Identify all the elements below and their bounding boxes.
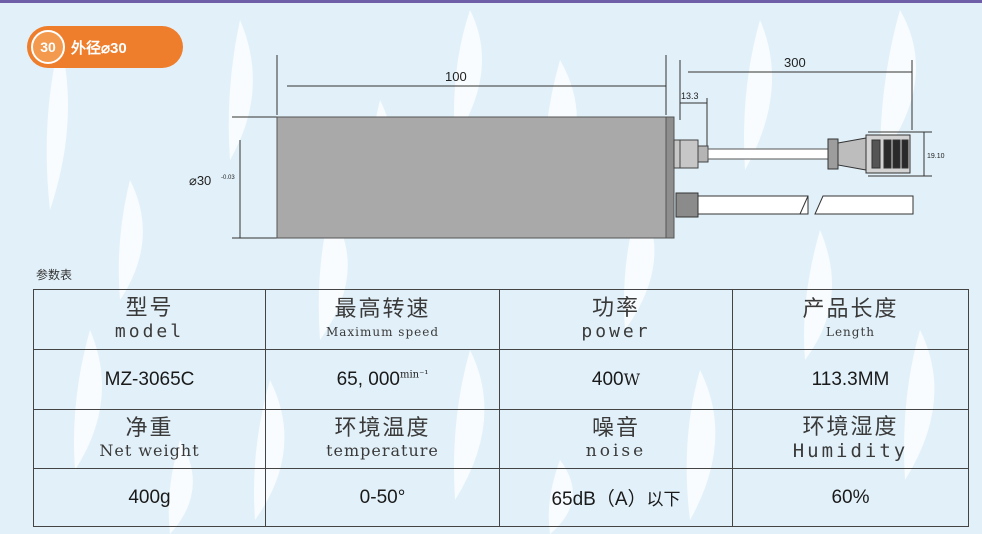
- table-row: 型号 model 最高转速 Maximum speed 功率 power 产品长…: [33, 289, 969, 350]
- value-speed: 65, 000min⁻¹: [265, 349, 500, 410]
- header-noise: 噪音 noise: [499, 409, 733, 469]
- header-weight-cn: 净重: [125, 416, 174, 441]
- header-humidity: 环境湿度 Humidity: [732, 409, 969, 469]
- header-weight: 净重 Net weight: [33, 409, 266, 469]
- motor-front-collet: [673, 139, 709, 169]
- length-label: 100: [445, 69, 467, 84]
- badge-label: 外径⌀30: [71, 40, 127, 57]
- header-model-en: model: [114, 320, 185, 342]
- diameter-tolerance: -0.03: [221, 175, 235, 181]
- table-row: 净重 Net weight 环境温度 temperature 噪音 noise …: [33, 409, 969, 469]
- motor-end-cap: [665, 116, 675, 239]
- value-length: 113.3MM: [732, 349, 969, 410]
- top-border-line: [0, 0, 982, 3]
- table-row: 400g 0-50° 65dB（A）以下 60%: [33, 468, 969, 527]
- badge-circle-icon: 30: [31, 30, 65, 64]
- header-temperature: 环境温度 temperature: [265, 409, 500, 469]
- header-noise-en: noise: [585, 441, 647, 461]
- motor-body: [276, 116, 668, 239]
- header-power: 功率 power: [499, 289, 733, 350]
- header-noise-cn: 噪音: [591, 416, 640, 441]
- header-speed-cn: 最高转速: [334, 296, 431, 322]
- value-speed-number: 65, 000: [336, 368, 400, 390]
- table-caption: 参数表: [36, 268, 73, 282]
- header-weight-en: Net weight: [99, 441, 200, 460]
- header-temperature-cn: 环境温度: [334, 416, 431, 441]
- value-power-number: 400: [591, 368, 624, 390]
- value-weight: 400g: [33, 468, 266, 527]
- cable-connector: [827, 131, 932, 177]
- cable-dimension: [679, 60, 913, 130]
- header-humidity-en: Humidity: [792, 440, 909, 462]
- header-temperature-en: temperature: [326, 441, 439, 460]
- motor-technical-drawing: 100 300 13.3 ⌀30 -0.03: [189, 55, 945, 239]
- value-power: 400W: [499, 349, 733, 410]
- value-noise: 65dB（A）以下: [499, 468, 733, 527]
- value-humidity: 60%: [732, 468, 969, 527]
- value-temperature: 0-50°: [265, 468, 500, 527]
- value-noise-number: 65dB（A）: [551, 489, 647, 510]
- header-power-cn: 功率: [591, 295, 640, 321]
- cable-length-label: 300: [784, 55, 806, 70]
- header-length-cn: 产品长度: [802, 296, 899, 322]
- header-speed: 最高转速 Maximum speed: [265, 289, 500, 350]
- header-power-en: power: [581, 320, 651, 342]
- header-model-cn: 型号: [125, 295, 174, 321]
- value-noise-suffix: 以下: [646, 490, 681, 510]
- power-cable: [707, 148, 831, 160]
- header-model: 型号 model: [33, 289, 266, 350]
- lower-cable: [675, 192, 914, 218]
- badge-number: 30: [40, 39, 56, 55]
- value-speed-unit: min⁻¹: [399, 369, 429, 381]
- value-power-unit: W: [623, 369, 641, 389]
- table-row: MZ-3065C 65, 000min⁻¹ 400W 113.3MM: [33, 349, 969, 410]
- value-model: MZ-3065C: [33, 349, 266, 410]
- header-length-en: Length: [825, 324, 876, 339]
- diameter-label: ⌀30: [189, 173, 211, 188]
- flange-dimension: [680, 98, 708, 150]
- length-dimension: [276, 55, 667, 115]
- header-humidity-cn: 环境湿度: [802, 415, 899, 440]
- header-speed-en: Maximum speed: [325, 324, 440, 339]
- diameter-badge: 30 外径⌀30: [27, 26, 183, 68]
- diameter-dimension: [232, 116, 277, 239]
- flange-label: 13.3: [681, 91, 699, 101]
- header-length: 产品长度 Length: [732, 289, 969, 350]
- connector-diameter-label: 19.10: [927, 153, 945, 160]
- spec-table: 型号 model 最高转速 Maximum speed 功率 power 产品长…: [33, 289, 969, 527]
